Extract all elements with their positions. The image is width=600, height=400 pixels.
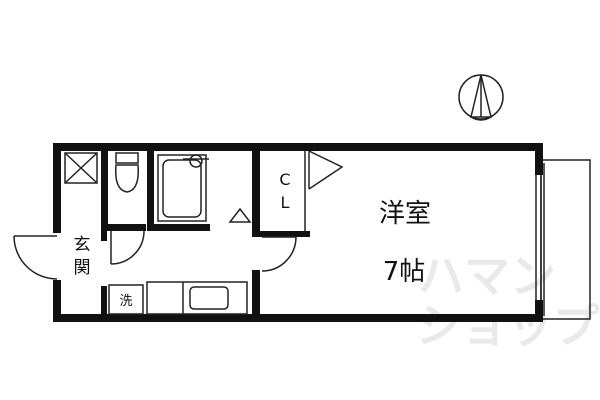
entrance-label-1: 玄: [74, 235, 91, 255]
balcony-window: [535, 175, 542, 300]
western-room-size: 7帖: [383, 257, 426, 287]
washer-area: [108, 284, 144, 315]
bath-door-icon: [228, 207, 252, 223]
western-room-label: 洋室: [379, 199, 431, 229]
bathtub-icon: [157, 154, 209, 222]
utility-box: [64, 152, 98, 184]
watermark-line2: ショップ: [415, 299, 599, 353]
compass-icon: [458, 74, 504, 121]
closet-label-l: L: [281, 193, 290, 212]
watermark-logo: ハマン ショップ: [415, 249, 599, 353]
washer-label: 洗: [119, 294, 132, 309]
watermark-line1: ハマン: [418, 249, 556, 303]
entrance-door: [13, 235, 58, 280]
outer-walls: [53, 143, 543, 322]
toilet-door: [110, 230, 145, 265]
closet-label-c: C: [279, 170, 290, 189]
kitchen-counter: [146, 281, 248, 315]
entrance-label-2: 関: [74, 258, 91, 278]
toilet-icon: [114, 152, 140, 193]
interior-walls: [101, 151, 310, 322]
closet-doors: [304, 150, 344, 231]
room-door: [261, 236, 297, 272]
